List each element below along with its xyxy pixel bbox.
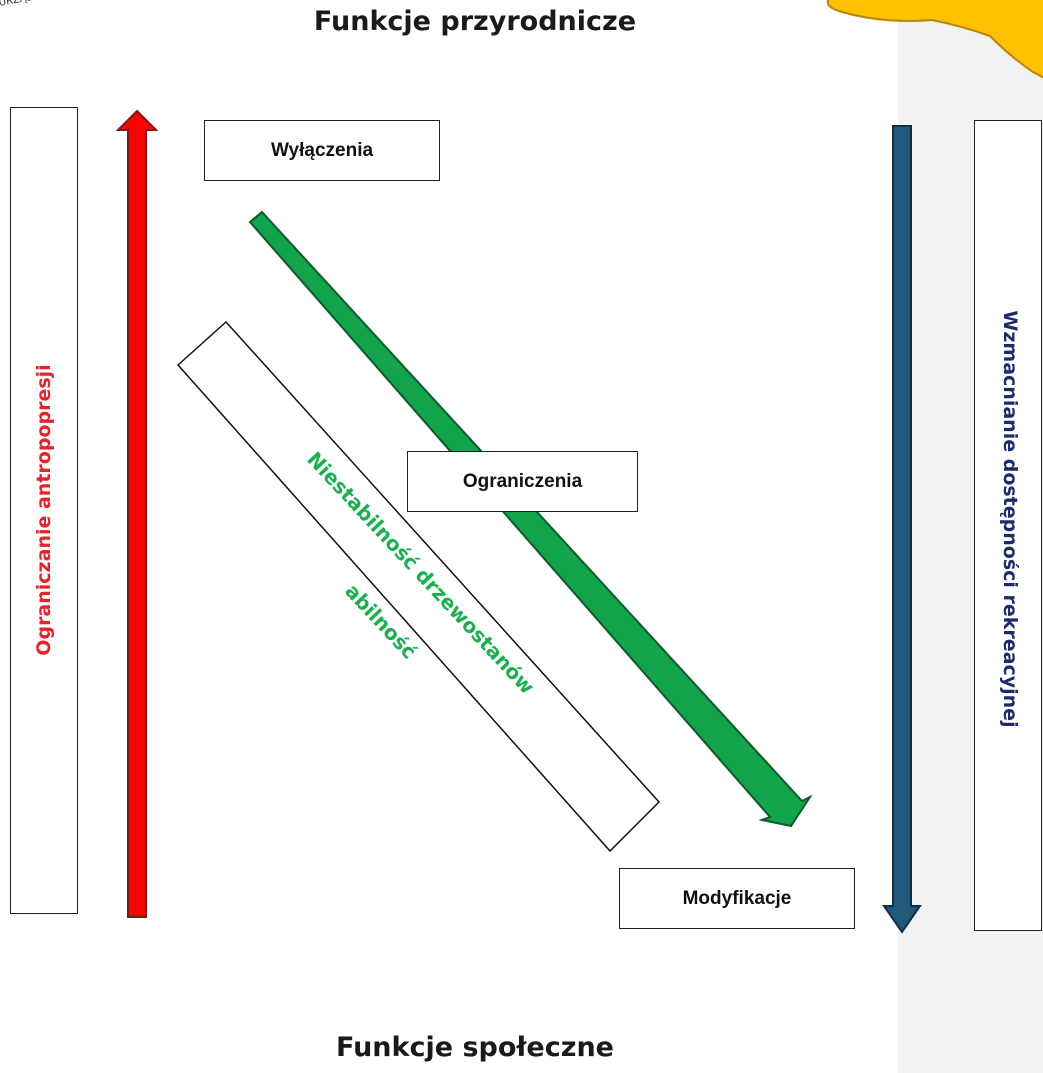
box-ograniczenia: Ograniczenia	[407, 451, 638, 512]
box-modyfikacje: Modyfikacje	[619, 868, 855, 929]
diagonal-arrow-green	[248, 210, 813, 828]
right-vertical-label: Wzmacnianie dostępności rekreacyjnej	[999, 310, 1021, 728]
cloud-shape	[826, 0, 1043, 79]
downward-arrow-blue	[882, 125, 922, 934]
box-wylaczenia: Wyłączenia	[204, 120, 440, 181]
diagonal-text-band	[176, 320, 661, 853]
bottom-title: Funkcje społeczne	[335, 1032, 614, 1063]
upward-arrow-red	[115, 109, 159, 918]
left-vertical-label: Ograniczanie antropopresji	[33, 364, 55, 656]
top-title: Funkcje przyrodnicze	[313, 6, 637, 37]
left-side-box	[10, 107, 78, 914]
right-side-box	[974, 120, 1042, 931]
